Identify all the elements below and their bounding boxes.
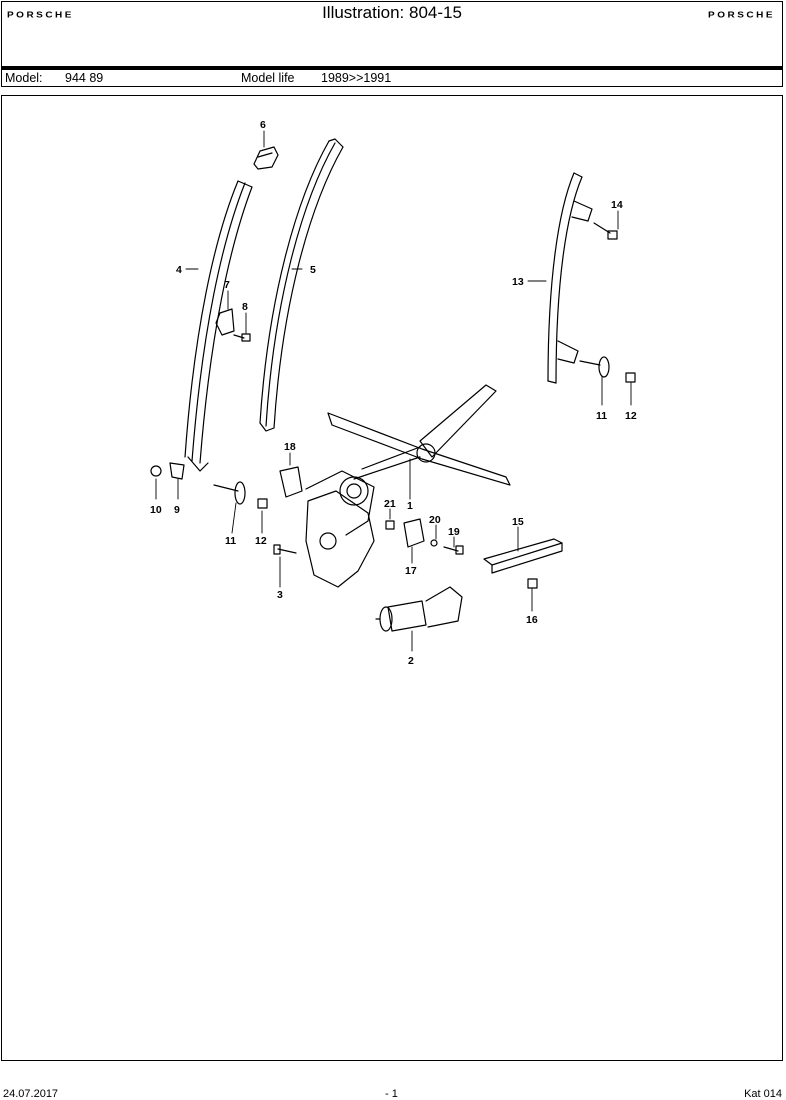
- part-11-right: [579, 356, 610, 378]
- part-15-rail: [483, 538, 563, 574]
- part-20: [430, 539, 438, 547]
- label-21: 21: [384, 498, 396, 510]
- label-20: 20: [429, 514, 441, 526]
- label-8: 8: [242, 301, 248, 313]
- leader-lines: [155, 130, 632, 652]
- part-9: [169, 462, 185, 480]
- label-13: 13: [512, 276, 524, 288]
- label-18: 18: [284, 441, 296, 453]
- part-19: [443, 545, 464, 555]
- label-14: 14: [611, 199, 623, 211]
- porsche-logo-right: PORSCHE: [708, 11, 775, 20]
- part-17: [403, 518, 425, 548]
- label-4: 4: [176, 264, 182, 276]
- label-7: 7: [224, 279, 230, 291]
- part-10: [150, 465, 162, 477]
- part-5-guide: [259, 138, 344, 432]
- footer-catalog: Kat 014: [744, 1088, 782, 1100]
- part-16: [527, 578, 538, 589]
- label-15: 15: [512, 516, 524, 528]
- exploded-view-drawing: 6 4 5 7 8 14 13 11 12 18 10 9 11 12 21 1…: [150, 119, 637, 667]
- part-4-channel: [184, 180, 253, 472]
- part-21: [385, 520, 395, 530]
- parts-diagram: 6 4 5 7 8 14 13 11 12 18 10 9 11 12 21 1…: [1, 95, 783, 1061]
- part-7-bracket: [215, 308, 235, 336]
- part-number-labels: 6 4 5 7 8 14 13 11 12 18 10 9 11 12 21 1…: [150, 119, 637, 667]
- model-life-label: Model life: [241, 71, 295, 85]
- model-value: 944 89: [65, 71, 104, 85]
- label-6: 6: [260, 119, 266, 131]
- model-bar: Model: 944 89 Model life 1989>>1991: [1, 67, 783, 87]
- part-11-left: [213, 481, 246, 505]
- label-11-left: 11: [225, 535, 236, 547]
- part-3-housing: [273, 490, 375, 588]
- header: PORSCHE Illustration: 804-15 PORSCHE: [1, 1, 783, 67]
- porsche-logo-left: PORSCHE: [7, 11, 74, 20]
- model-label: Model:: [5, 71, 43, 85]
- label-12-right: 12: [625, 410, 637, 422]
- part-1-regulator: [305, 384, 511, 536]
- label-2: 2: [408, 655, 414, 667]
- part-13-channel: [547, 172, 593, 384]
- label-10: 10: [150, 504, 162, 516]
- part-2-motor: [375, 586, 463, 632]
- part-14-bolt: [593, 222, 618, 240]
- label-1: 1: [407, 500, 413, 512]
- label-12-left: 12: [255, 535, 267, 547]
- label-17: 17: [405, 565, 417, 577]
- label-5: 5: [310, 264, 316, 276]
- part-8-bolt: [233, 333, 251, 342]
- part-18: [279, 466, 303, 498]
- part-12-left: [257, 498, 268, 509]
- footer-date: 24.07.2017: [3, 1088, 59, 1100]
- label-16: 16: [526, 614, 538, 626]
- label-9: 9: [174, 504, 180, 516]
- part-6-clip: [253, 146, 279, 170]
- illustration-title: Illustration: 804-15: [322, 3, 462, 22]
- part-12-right: [625, 372, 636, 383]
- label-3: 3: [277, 589, 283, 601]
- model-life-value: 1989>>1991: [321, 71, 392, 85]
- footer-page: - 1: [385, 1088, 398, 1100]
- label-19: 19: [448, 526, 460, 538]
- label-11-right: 11: [596, 410, 607, 422]
